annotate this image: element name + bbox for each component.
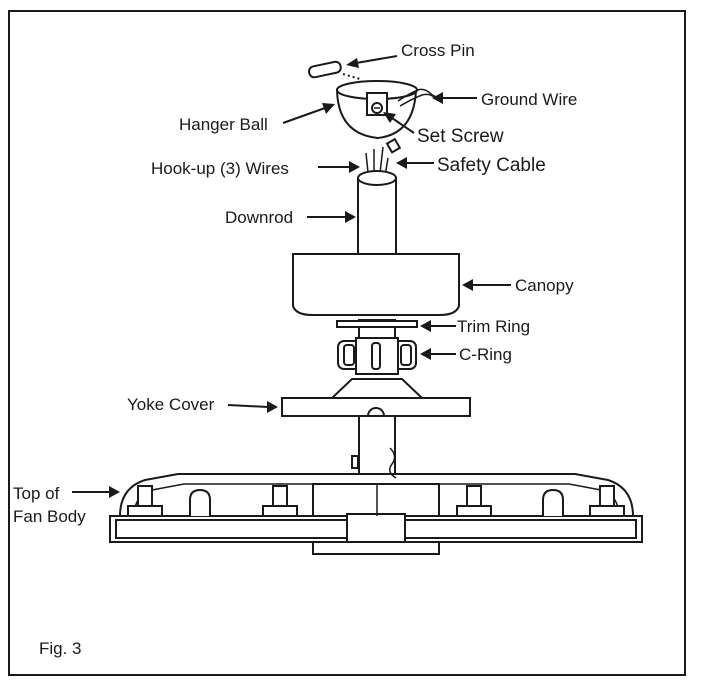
- figure-caption: Fig. 3: [39, 639, 82, 658]
- canopy-label: Canopy: [515, 276, 574, 295]
- fan-body-part: [109, 447, 643, 555]
- safety-cable-label: Safety Cable: [437, 155, 546, 176]
- yoke-cover-part: [281, 378, 471, 417]
- canopy-part: [292, 253, 460, 316]
- yoke-cover-label: Yoke Cover: [127, 395, 215, 414]
- hookup-wires-label: Hook-up (3) Wires: [151, 159, 289, 178]
- figure-frame: [8, 10, 686, 676]
- cross-pin-label: Cross Pin: [401, 41, 475, 60]
- trim-ring-part: [336, 320, 418, 328]
- top-of-fan-body-label-line2: Fan Body: [13, 507, 86, 526]
- ground-wire-part-2: [399, 93, 435, 107]
- c-ring-label: C-Ring: [459, 345, 512, 364]
- trim-ring-label: Trim Ring: [457, 317, 530, 336]
- hanger-ball-label: Hanger Ball: [179, 115, 268, 134]
- set-screw-label: Set Screw: [417, 126, 504, 147]
- c-ring-part: [337, 337, 417, 375]
- top-of-fan-body-label-line1: Top of: [13, 484, 60, 503]
- cross-pin-part: [308, 60, 361, 80]
- downrod-label: Downrod: [225, 208, 293, 227]
- safety-cable-part: [385, 137, 402, 154]
- hanger-ball-part: [335, 80, 418, 140]
- ground-wire-label: Ground Wire: [481, 90, 577, 109]
